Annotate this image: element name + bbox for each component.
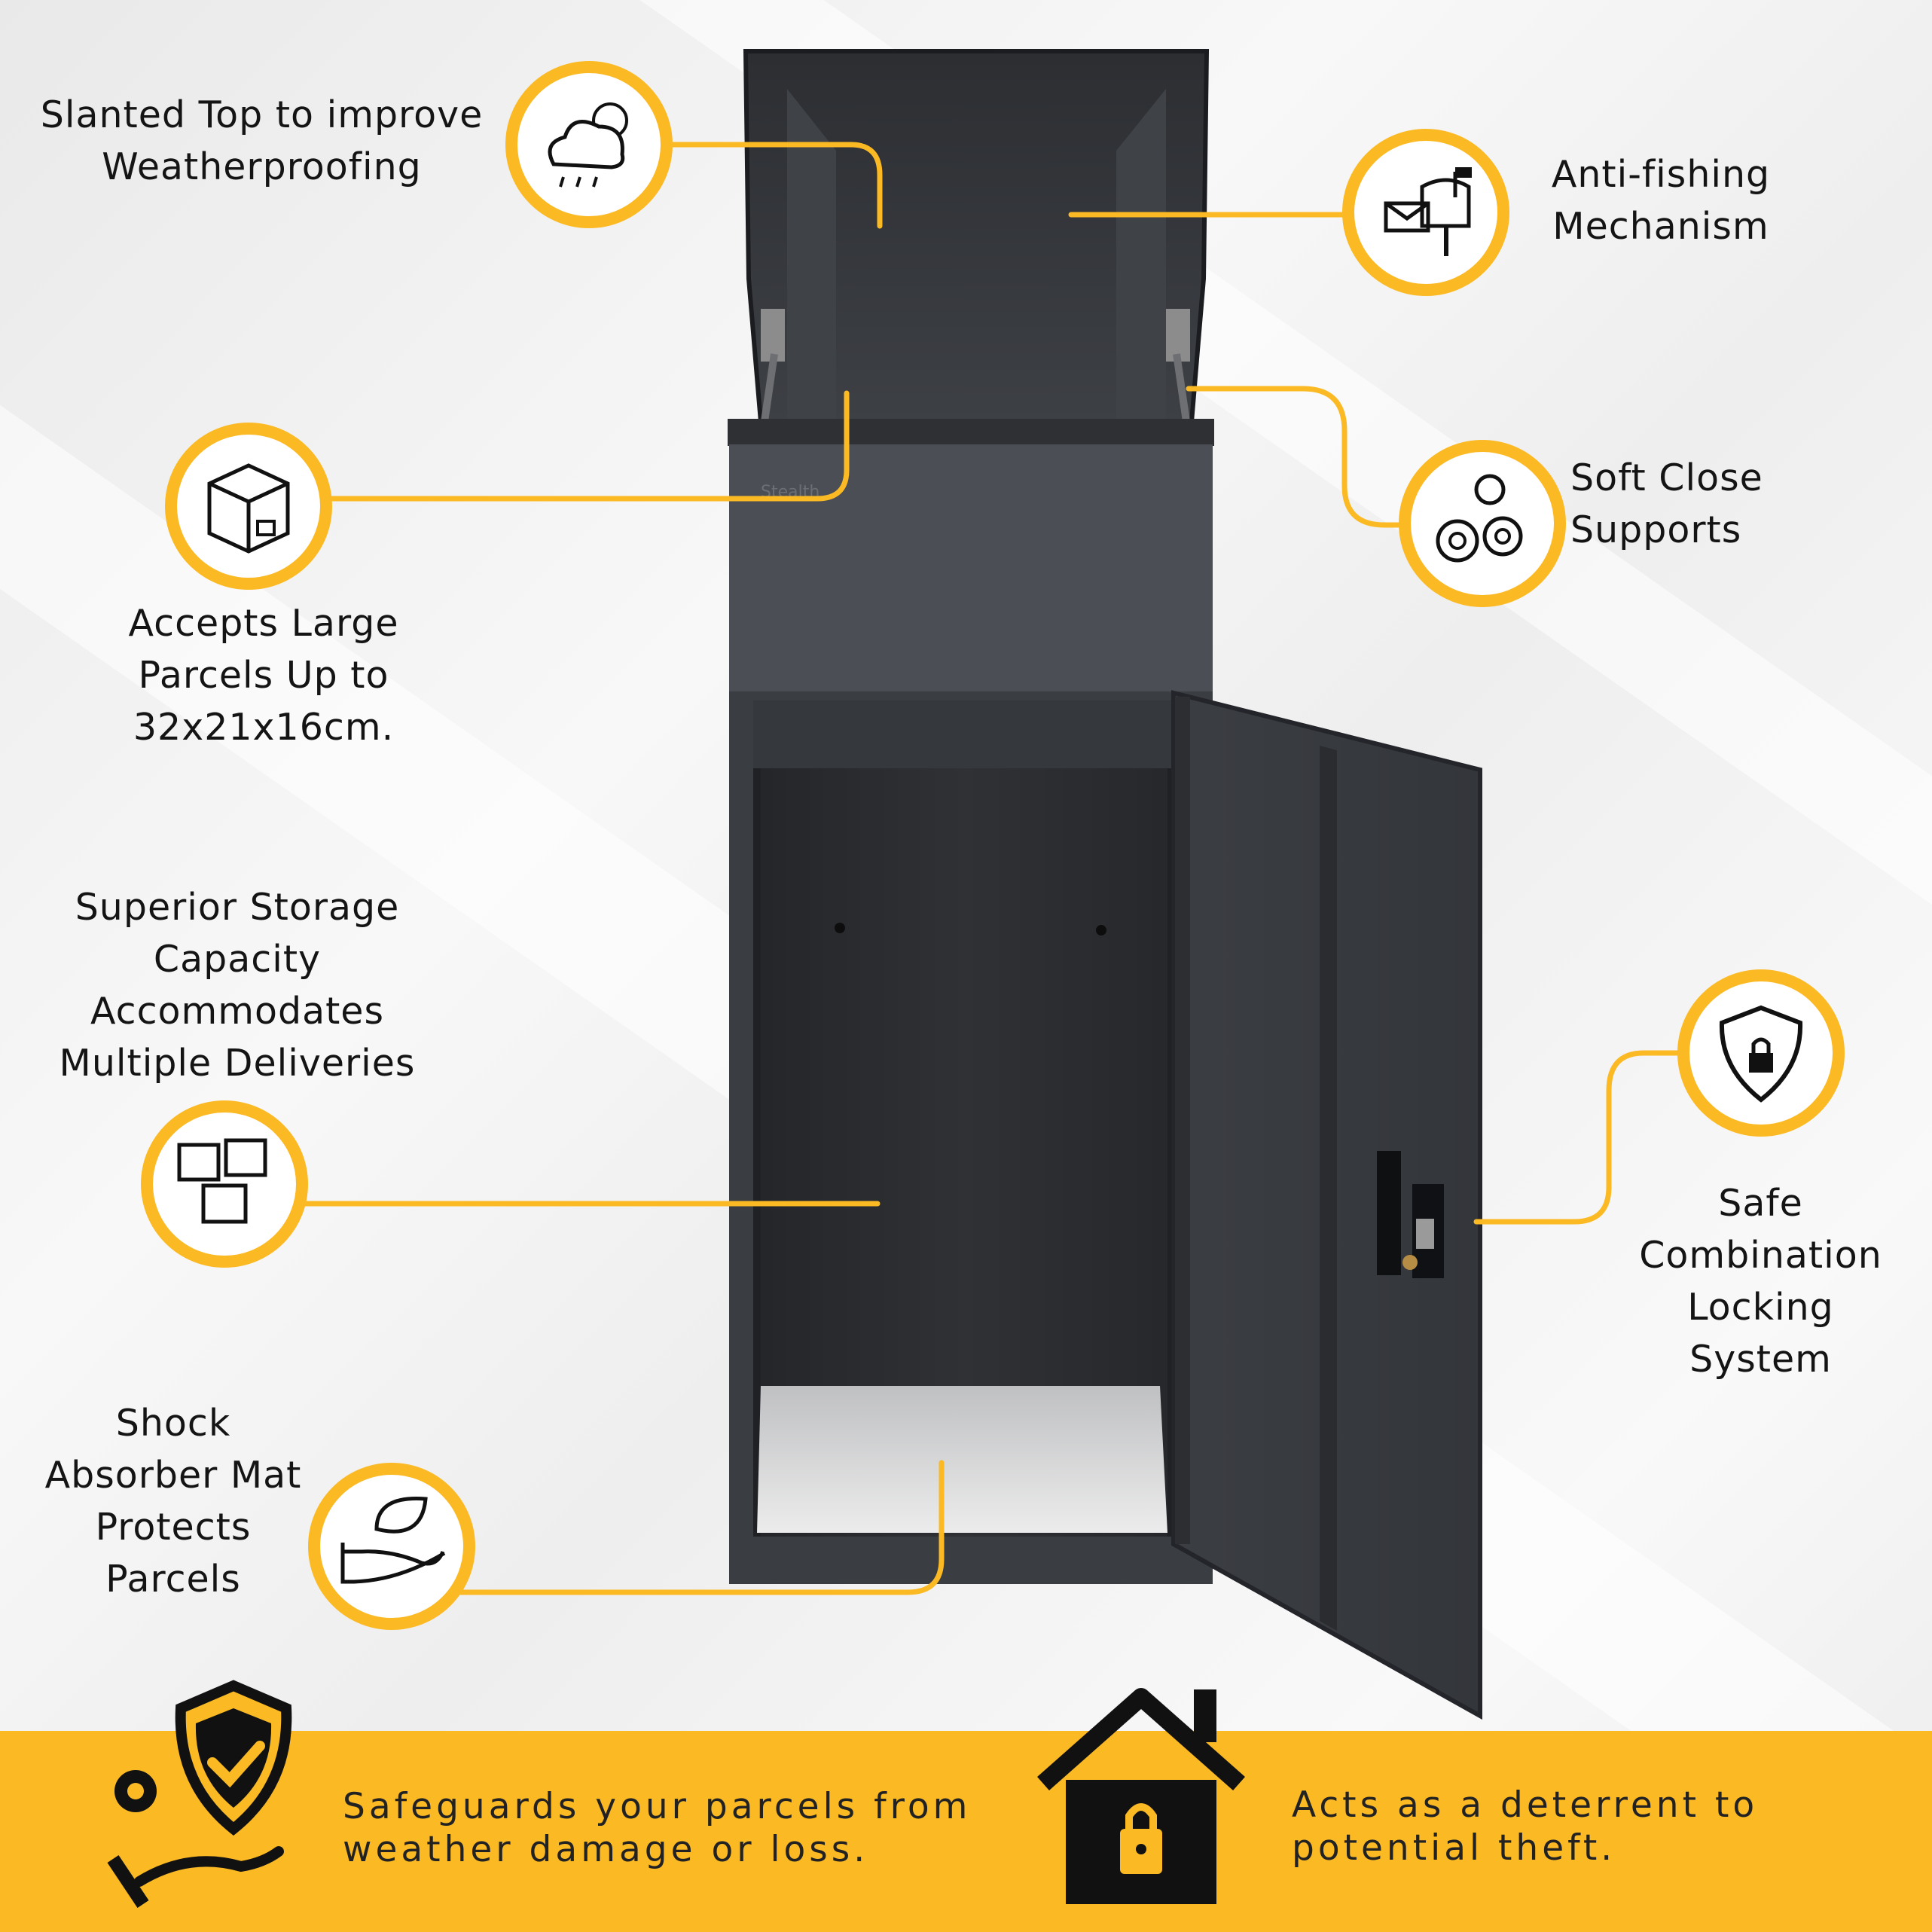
banner-text-safeguards: Safeguards your parcels from weather dam…: [343, 1786, 972, 1870]
feature-label-anti-fishing: Anti-fishing Mechanism: [1551, 153, 1771, 248]
top-compartment: Stealth: [728, 419, 1214, 693]
feature-label-large-parcels: Accepts Large Parcels Up to 32x21x16cm.: [128, 602, 399, 749]
feature-label-lock: Safe Combination Locking System: [1639, 1182, 1882, 1381]
shield-check-gear-hand-icon: [107, 1680, 292, 1908]
gears-icon: [1399, 440, 1566, 607]
door-handle: [1377, 1151, 1401, 1275]
weather-cloud-sun-rain-icon: [505, 61, 673, 228]
lid-hinge-left: [761, 309, 785, 362]
shock-absorber-mat: [757, 1386, 1167, 1533]
lid-hinge-right: [1166, 309, 1190, 362]
benefits-banner: Safeguards your parcels from weather dam…: [0, 1680, 1932, 1932]
callout-connectors: [297, 142, 1683, 1595]
parcel-box-icon: [165, 423, 332, 590]
feature-label-soft-close: Soft Close Supports: [1570, 456, 1763, 551]
stacked-boxes-icon: [141, 1100, 308, 1268]
banner-text-deterrent: Acts as a deterrent to potential theft.: [1292, 1784, 1759, 1869]
feature-label-storage: Superior Storage Capacity Accommodates M…: [59, 886, 416, 1085]
feature-label-slanted-top: Slanted Top to improve Weatherproofing: [40, 93, 484, 188]
mailbox-letter-icon: [1342, 129, 1509, 296]
shield-lock-icon: [1677, 969, 1845, 1137]
house-lock-icon: [1037, 1688, 1245, 1904]
hand-leaf-icon: [308, 1463, 475, 1630]
cabinet-door: [1171, 690, 1482, 1720]
feature-label-mat: Shock Absorber Mat Protects Parcels: [44, 1402, 302, 1601]
cabinet-body: [729, 691, 1213, 1584]
slanted-lid: [743, 49, 1210, 438]
